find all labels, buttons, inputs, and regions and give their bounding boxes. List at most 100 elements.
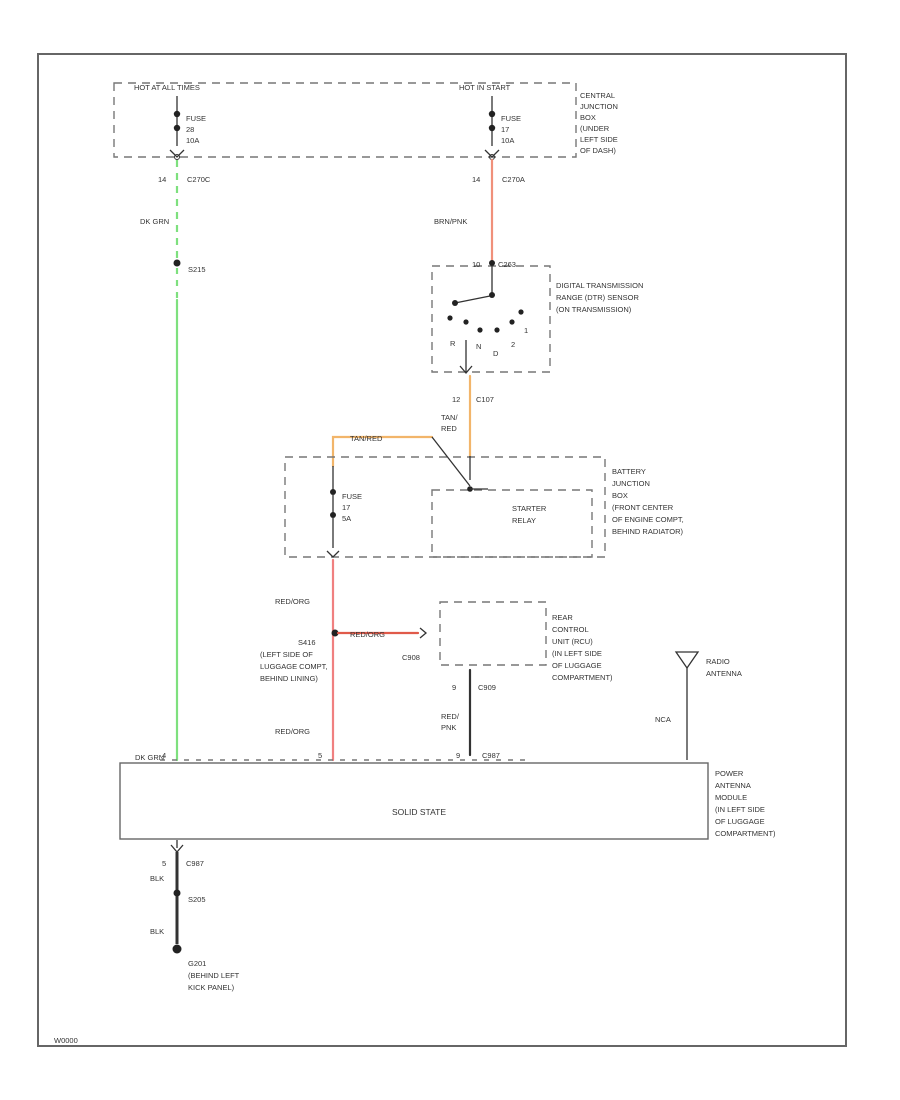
starter-relay-line2: RELAY xyxy=(512,516,536,525)
svg-text:(LEFT SIDE OF: (LEFT SIDE OF xyxy=(260,650,313,659)
hot-at-all-times-label: HOT AT ALL TIMES xyxy=(134,83,200,92)
svg-text:ANTENNA: ANTENNA xyxy=(715,781,751,790)
splice-s205-label: S205 xyxy=(188,895,206,904)
pin-9-module: 9 xyxy=(456,751,460,760)
fuse-17-5a-line3: 5A xyxy=(342,514,351,523)
fuse-17-line2: 17 xyxy=(501,125,509,134)
tan-red-wire-top xyxy=(331,435,434,468)
fuse-17-5a: FUSE 17 5A xyxy=(326,466,362,558)
svg-text:COMPARTMENT): COMPARTMENT) xyxy=(715,829,776,838)
svg-text:CENTRAL: CENTRAL xyxy=(580,91,615,100)
svg-text:REAR: REAR xyxy=(552,613,573,622)
pin-9-label: 9 xyxy=(452,683,456,692)
dtr-pos-1: 1 xyxy=(524,326,528,335)
splice-s215-label: S215 xyxy=(188,265,206,274)
svg-text:BEHIND RADIATOR): BEHIND RADIATOR) xyxy=(612,527,683,536)
radio-antenna-label-1: RADIO xyxy=(706,657,730,666)
pin-14-right: 14 xyxy=(472,175,480,184)
pin-10-label: 10 xyxy=(472,260,480,269)
svg-text:UNIT (RCU): UNIT (RCU) xyxy=(552,637,593,646)
fuse-28-line3: 10A xyxy=(186,136,199,145)
power-antenna-module-label: POWER ANTENNA MODULE (IN LEFT SIDE OF LU… xyxy=(715,769,776,838)
ground-g201-label: G201 (BEHIND LEFT KICK PANEL) xyxy=(188,959,240,992)
red-pnk-label-2: PNK xyxy=(441,723,456,732)
svg-text:LEFT SIDE: LEFT SIDE xyxy=(580,135,618,144)
svg-text:(UNDER: (UNDER xyxy=(580,124,610,133)
starter-relay-line1: STARTER xyxy=(512,504,547,513)
connector-c263: C263 xyxy=(498,260,516,269)
svg-text:OF DASH): OF DASH) xyxy=(580,146,616,155)
svg-text:CONTROL: CONTROL xyxy=(552,625,589,634)
svg-text:MODULE: MODULE xyxy=(715,793,747,802)
dtr-pos-r: R xyxy=(450,339,456,348)
dtr-pos-2: 2 xyxy=(511,340,515,349)
svg-text:(IN LEFT SIDE: (IN LEFT SIDE xyxy=(552,649,602,658)
solid-state-label: SOLID STATE xyxy=(392,807,446,817)
connector-c987-ground: C987 xyxy=(186,859,204,868)
rear-control-unit-label: REAR CONTROL UNIT (RCU) (IN LEFT SIDE OF… xyxy=(552,613,613,682)
fuse-28-line1: FUSE xyxy=(186,114,206,123)
battery-junction-box xyxy=(284,456,606,558)
brn-pnk-label: BRN/PNK xyxy=(434,217,467,226)
svg-text:DIGITAL TRANSMISSION: DIGITAL TRANSMISSION xyxy=(556,281,643,290)
svg-text:BOX: BOX xyxy=(580,113,596,122)
rear-control-unit-box xyxy=(439,601,547,666)
svg-text:KICK PANEL): KICK PANEL) xyxy=(188,983,235,992)
red-org-label-1: RED/ORG xyxy=(275,597,310,606)
svg-text:OF LUGGAGE: OF LUGGAGE xyxy=(715,817,765,826)
splice-s215-node xyxy=(173,259,181,267)
dtr-sensor-label: DIGITAL TRANSMISSION RANGE (DTR) SENSOR … xyxy=(556,281,643,314)
radio-antenna-icon xyxy=(674,651,700,760)
tan-red-label-1: TAN/ xyxy=(441,413,458,422)
ground-path xyxy=(170,840,184,954)
battery-junction-label: BATTERY JUNCTION BOX (FRONT CENTER OF EN… xyxy=(612,467,684,536)
svg-text:OF ENGINE COMPT,: OF ENGINE COMPT, xyxy=(612,515,684,524)
nca-label: NCA xyxy=(655,715,671,724)
svg-text:(ON TRANSMISSION): (ON TRANSMISSION) xyxy=(556,305,632,314)
blk-label-2: BLK xyxy=(150,927,164,936)
figure-id: W0000 xyxy=(54,1036,78,1045)
connector-c987-top: C987 xyxy=(482,751,500,760)
svg-text:COMPARTMENT): COMPARTMENT) xyxy=(552,673,613,682)
fuse-17-5a-line2: 17 xyxy=(342,503,350,512)
svg-text:JUNCTION: JUNCTION xyxy=(612,479,650,488)
splice-s416-label: S416 (LEFT SIDE OF LUGGAGE COMPT, BEHIND… xyxy=(260,638,328,683)
connector-c270c: C270C xyxy=(187,175,211,184)
red-org-label-3: RED/ORG xyxy=(275,727,310,736)
dk-grn-label-bottom: DK GRN xyxy=(135,753,164,762)
pin-14-left: 14 xyxy=(158,175,166,184)
dtr-pos-n: N xyxy=(476,342,481,351)
fuse-17-5a-line1: FUSE xyxy=(342,492,362,501)
fuse-17-line1: FUSE xyxy=(501,114,521,123)
starter-relay-box xyxy=(431,489,593,558)
svg-text:BOX: BOX xyxy=(612,491,628,500)
fuse-28: FUSE 28 10A xyxy=(169,96,206,160)
connector-c908: C908 xyxy=(402,653,420,662)
svg-text:RANGE (DTR) SENSOR: RANGE (DTR) SENSOR xyxy=(556,293,640,302)
svg-text:POWER: POWER xyxy=(715,769,744,778)
svg-text:(FRONT CENTER: (FRONT CENTER xyxy=(612,503,674,512)
splice-s416-node xyxy=(331,629,339,637)
svg-text:(BEHIND LEFT: (BEHIND LEFT xyxy=(188,971,240,980)
dtr-sensor-box xyxy=(431,265,551,373)
connector-c270a: C270A xyxy=(502,175,525,184)
pin-5-ground: 5 xyxy=(162,859,166,868)
diagram-frame xyxy=(37,53,847,1047)
central-junction-box-outline xyxy=(113,82,577,158)
dtr-pos-d: D xyxy=(493,349,499,358)
pin-12-label: 12 xyxy=(452,395,460,404)
fuse-17-line3: 10A xyxy=(501,136,514,145)
central-junction-box-label: CENTRAL JUNCTION BOX (UNDER LEFT SIDE OF… xyxy=(580,91,618,155)
hot-in-start-label: HOT IN START xyxy=(459,83,511,92)
svg-text:LUGGAGE COMPT,: LUGGAGE COMPT, xyxy=(260,662,328,671)
dtr-switch: R N D 2 1 xyxy=(447,266,528,374)
connector-c909: C909 xyxy=(478,683,496,692)
starter-relay-switch xyxy=(431,436,488,492)
fuse-17-start: FUSE 17 10A xyxy=(484,96,521,160)
pin-4-module: 4 xyxy=(162,751,166,760)
svg-text:(IN LEFT SIDE: (IN LEFT SIDE xyxy=(715,805,765,814)
svg-text:JUNCTION: JUNCTION xyxy=(580,102,618,111)
power-antenna-module-box xyxy=(119,762,709,840)
dk-grn-label-top: DK GRN xyxy=(140,217,169,226)
tan-red-label-2: RED xyxy=(441,424,457,433)
